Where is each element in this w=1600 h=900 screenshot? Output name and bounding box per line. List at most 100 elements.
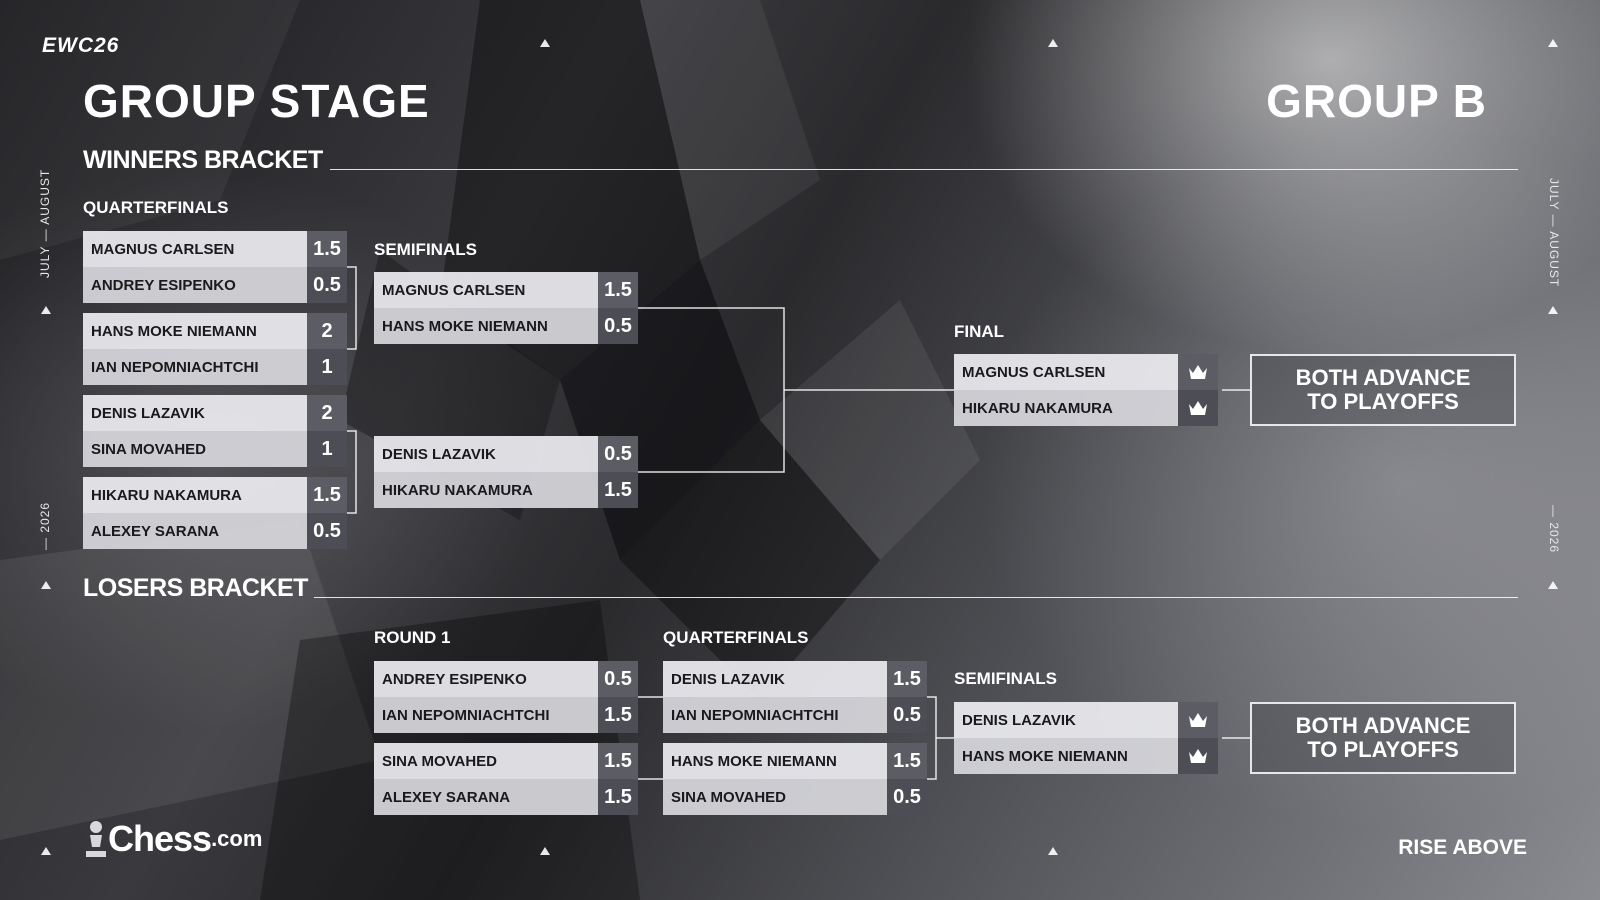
player-score: 0.5 — [307, 513, 347, 549]
player-score: 1.5 — [307, 477, 347, 513]
player-row: HANS MOKE NIEMANN — [954, 738, 1218, 774]
advance-line-1: BOTH ADVANCE — [1295, 365, 1471, 390]
winners-final-match: MAGNUS CARLSEN HIKARU NAKAMURA — [954, 354, 1218, 426]
player-name: SINA MOVAHED — [374, 743, 598, 779]
winners-sf-label: SEMIFINALS — [374, 240, 477, 259]
triangle-marker — [540, 39, 550, 47]
triangle-marker — [41, 847, 51, 855]
player-score: 0.5 — [887, 779, 927, 815]
player-name: HANS MOKE NIEMANN — [663, 743, 887, 779]
player-score: 2 — [307, 395, 347, 431]
player-name: HANS MOKE NIEMANN — [83, 313, 307, 349]
player-row: DENIS LAZAVIK — [954, 702, 1218, 738]
losers-bracket-title: LOSERS BRACKET — [83, 574, 308, 602]
triangle-marker — [1548, 39, 1558, 47]
crown-icon — [1178, 354, 1218, 390]
player-name: IAN NEPOMNIACHTCHI — [663, 697, 887, 733]
winners-divider — [330, 169, 1518, 170]
player-name: DENIS LAZAVIK — [954, 702, 1178, 738]
winners-qf-label: QUARTERFINALS — [83, 198, 229, 217]
player-name: HANS MOKE NIEMANN — [374, 308, 598, 344]
losers-r1-label: ROUND 1 — [374, 628, 451, 647]
player-name: ALEXEY SARANA — [374, 779, 598, 815]
player-score: 0.5 — [598, 436, 638, 472]
player-score: 1.5 — [598, 472, 638, 508]
crown-icon — [1178, 738, 1218, 774]
crown-icon — [1178, 390, 1218, 426]
advance-line-2: TO PLAYOFFS — [1307, 389, 1459, 414]
player-score: 0.5 — [598, 661, 638, 697]
player-name: MAGNUS CARLSEN — [83, 231, 307, 267]
triangle-marker — [1048, 39, 1058, 47]
winners-bracket-title: WINNERS BRACKET — [83, 146, 323, 174]
player-name: DENIS LAZAVIK — [663, 661, 887, 697]
player-name: ANDREY ESIPENKO — [374, 661, 598, 697]
player-name: HIKARU NAKAMURA — [374, 472, 598, 508]
player-score: 1.5 — [307, 231, 347, 267]
pawn-icon — [86, 821, 106, 857]
player-score: 2 — [307, 313, 347, 349]
triangle-marker — [540, 847, 550, 855]
player-name: IAN NEPOMNIACHTCHI — [374, 697, 598, 733]
player-score: 1 — [307, 349, 347, 385]
triangle-marker — [1548, 306, 1558, 314]
losers-sf-label: SEMIFINALS — [954, 669, 1057, 688]
player-score: 1.5 — [598, 743, 638, 779]
player-name: MAGNUS CARLSEN — [374, 272, 598, 308]
player-score: 1 — [307, 431, 347, 467]
logo-text: Chess — [108, 818, 212, 859]
page-title: GROUP STAGE — [83, 75, 430, 127]
advance-line-1: BOTH ADVANCE — [1295, 713, 1471, 738]
chess-com-logo: Chess.com — [84, 818, 262, 860]
winners-final-label: FINAL — [954, 322, 1005, 341]
player-name: SINA MOVAHED — [83, 431, 307, 467]
player-score: 0.5 — [887, 697, 927, 733]
player-name: IAN NEPOMNIACHTCHI — [83, 349, 307, 385]
losers-sf-match: DENIS LAZAVIK HANS MOKE NIEMANN — [954, 702, 1218, 774]
triangle-marker — [1048, 847, 1058, 855]
losers-divider — [314, 597, 1518, 598]
player-name: DENIS LAZAVIK — [374, 436, 598, 472]
player-score: 0.5 — [307, 267, 347, 303]
triangle-marker — [41, 306, 51, 314]
player-name: HIKARU NAKAMURA — [954, 390, 1178, 426]
player-score: 1.5 — [598, 779, 638, 815]
player-name: HIKARU NAKAMURA — [83, 477, 307, 513]
triangle-marker — [41, 581, 51, 589]
player-name: ANDREY ESIPENKO — [83, 267, 307, 303]
group-title: GROUP B — [1266, 75, 1487, 127]
player-name: SINA MOVAHED — [663, 779, 887, 815]
player-score: 1.5 — [598, 697, 638, 733]
crown-icon — [1178, 702, 1218, 738]
